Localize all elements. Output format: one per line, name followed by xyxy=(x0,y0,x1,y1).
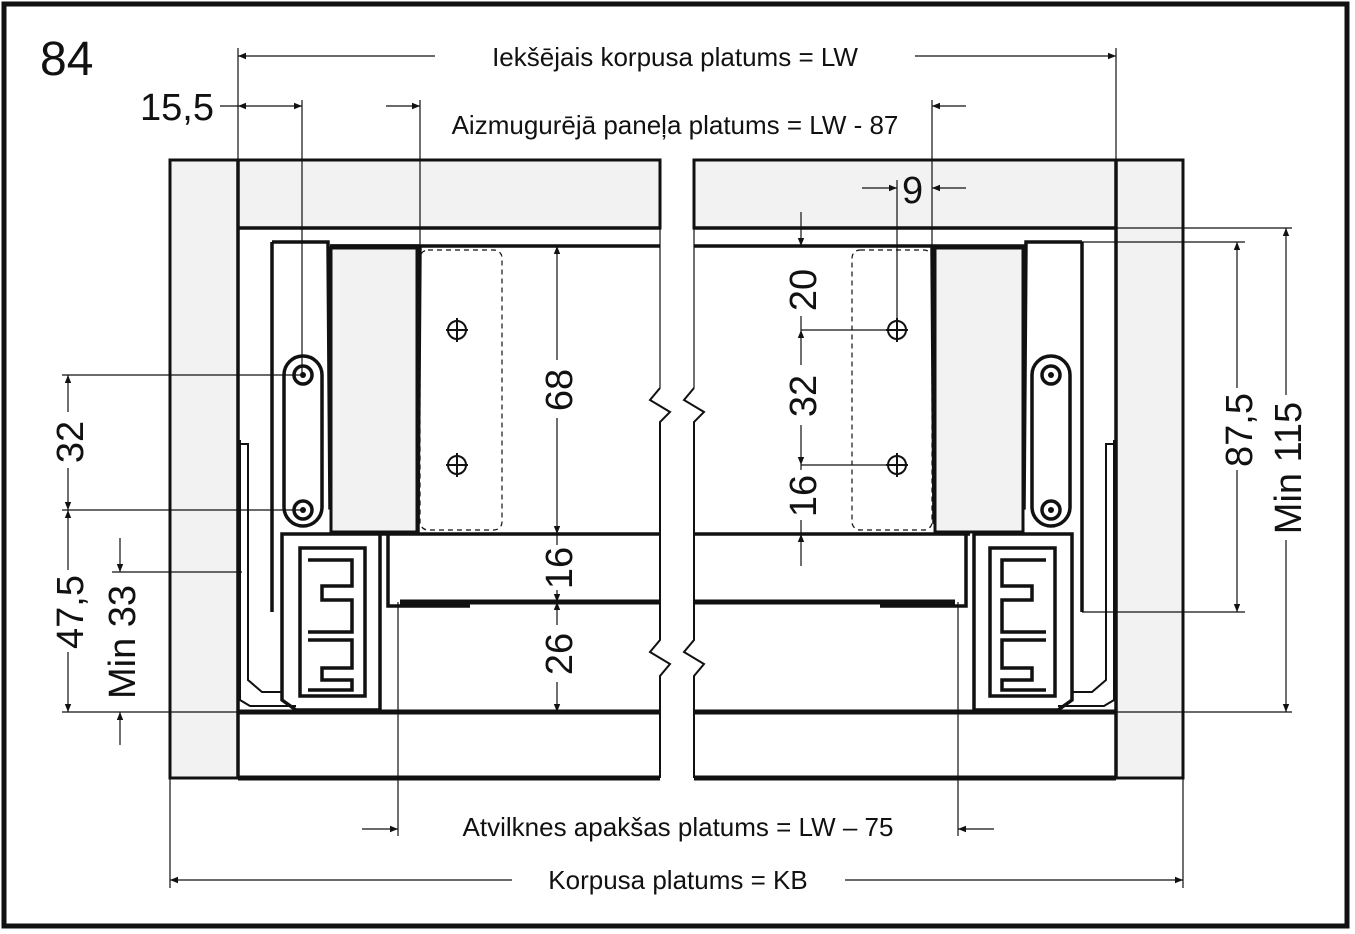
d32-left-label: 32 xyxy=(50,421,92,463)
d16-right-label: 16 xyxy=(783,475,825,517)
back-offset-label: 9 xyxy=(902,170,923,212)
dimension-lines xyxy=(62,48,1292,888)
dimension-labels: Iekšējais korpusa platums = LW Aizmugurē… xyxy=(50,42,1310,895)
runner-left xyxy=(280,532,382,712)
d20-label: 20 xyxy=(783,269,825,311)
drawer-side-left xyxy=(239,240,503,712)
d87-5-label: 87,5 xyxy=(1219,393,1261,467)
cabinet-width-label: Korpusa platums = KB xyxy=(548,865,807,895)
drawer-side-right xyxy=(851,240,1115,712)
hinge-plate-right xyxy=(1030,354,1072,528)
figure-number: 84 xyxy=(40,33,93,86)
d16-center-label: 16 xyxy=(539,547,581,589)
break-mark xyxy=(682,387,706,712)
inner-width-label: Iekšējais korpusa platums = LW xyxy=(492,42,858,72)
bottom-width-label: Atvilknes apakšas platums = LW – 75 xyxy=(463,812,894,842)
d47-5-label: 47,5 xyxy=(50,575,92,649)
back-panel-width-label: Aizmugurējā paneļa platums = LW - 87 xyxy=(452,110,899,140)
d32-right-label: 32 xyxy=(783,375,825,417)
cabinet xyxy=(168,158,1185,781)
min115-label: Min 115 xyxy=(1268,402,1310,534)
screw-icon xyxy=(1040,499,1062,521)
break-mark xyxy=(648,387,672,712)
runner-right xyxy=(972,532,1074,712)
d26-label: 26 xyxy=(539,633,581,675)
min33-label: Min 33 xyxy=(102,585,144,699)
screw-icon xyxy=(1040,364,1062,386)
d68-label: 68 xyxy=(539,369,581,411)
side-offset-label: 15,5 xyxy=(140,87,214,129)
drawer-horizontal-lines xyxy=(330,160,1026,712)
hinge-plate-left xyxy=(282,354,324,528)
